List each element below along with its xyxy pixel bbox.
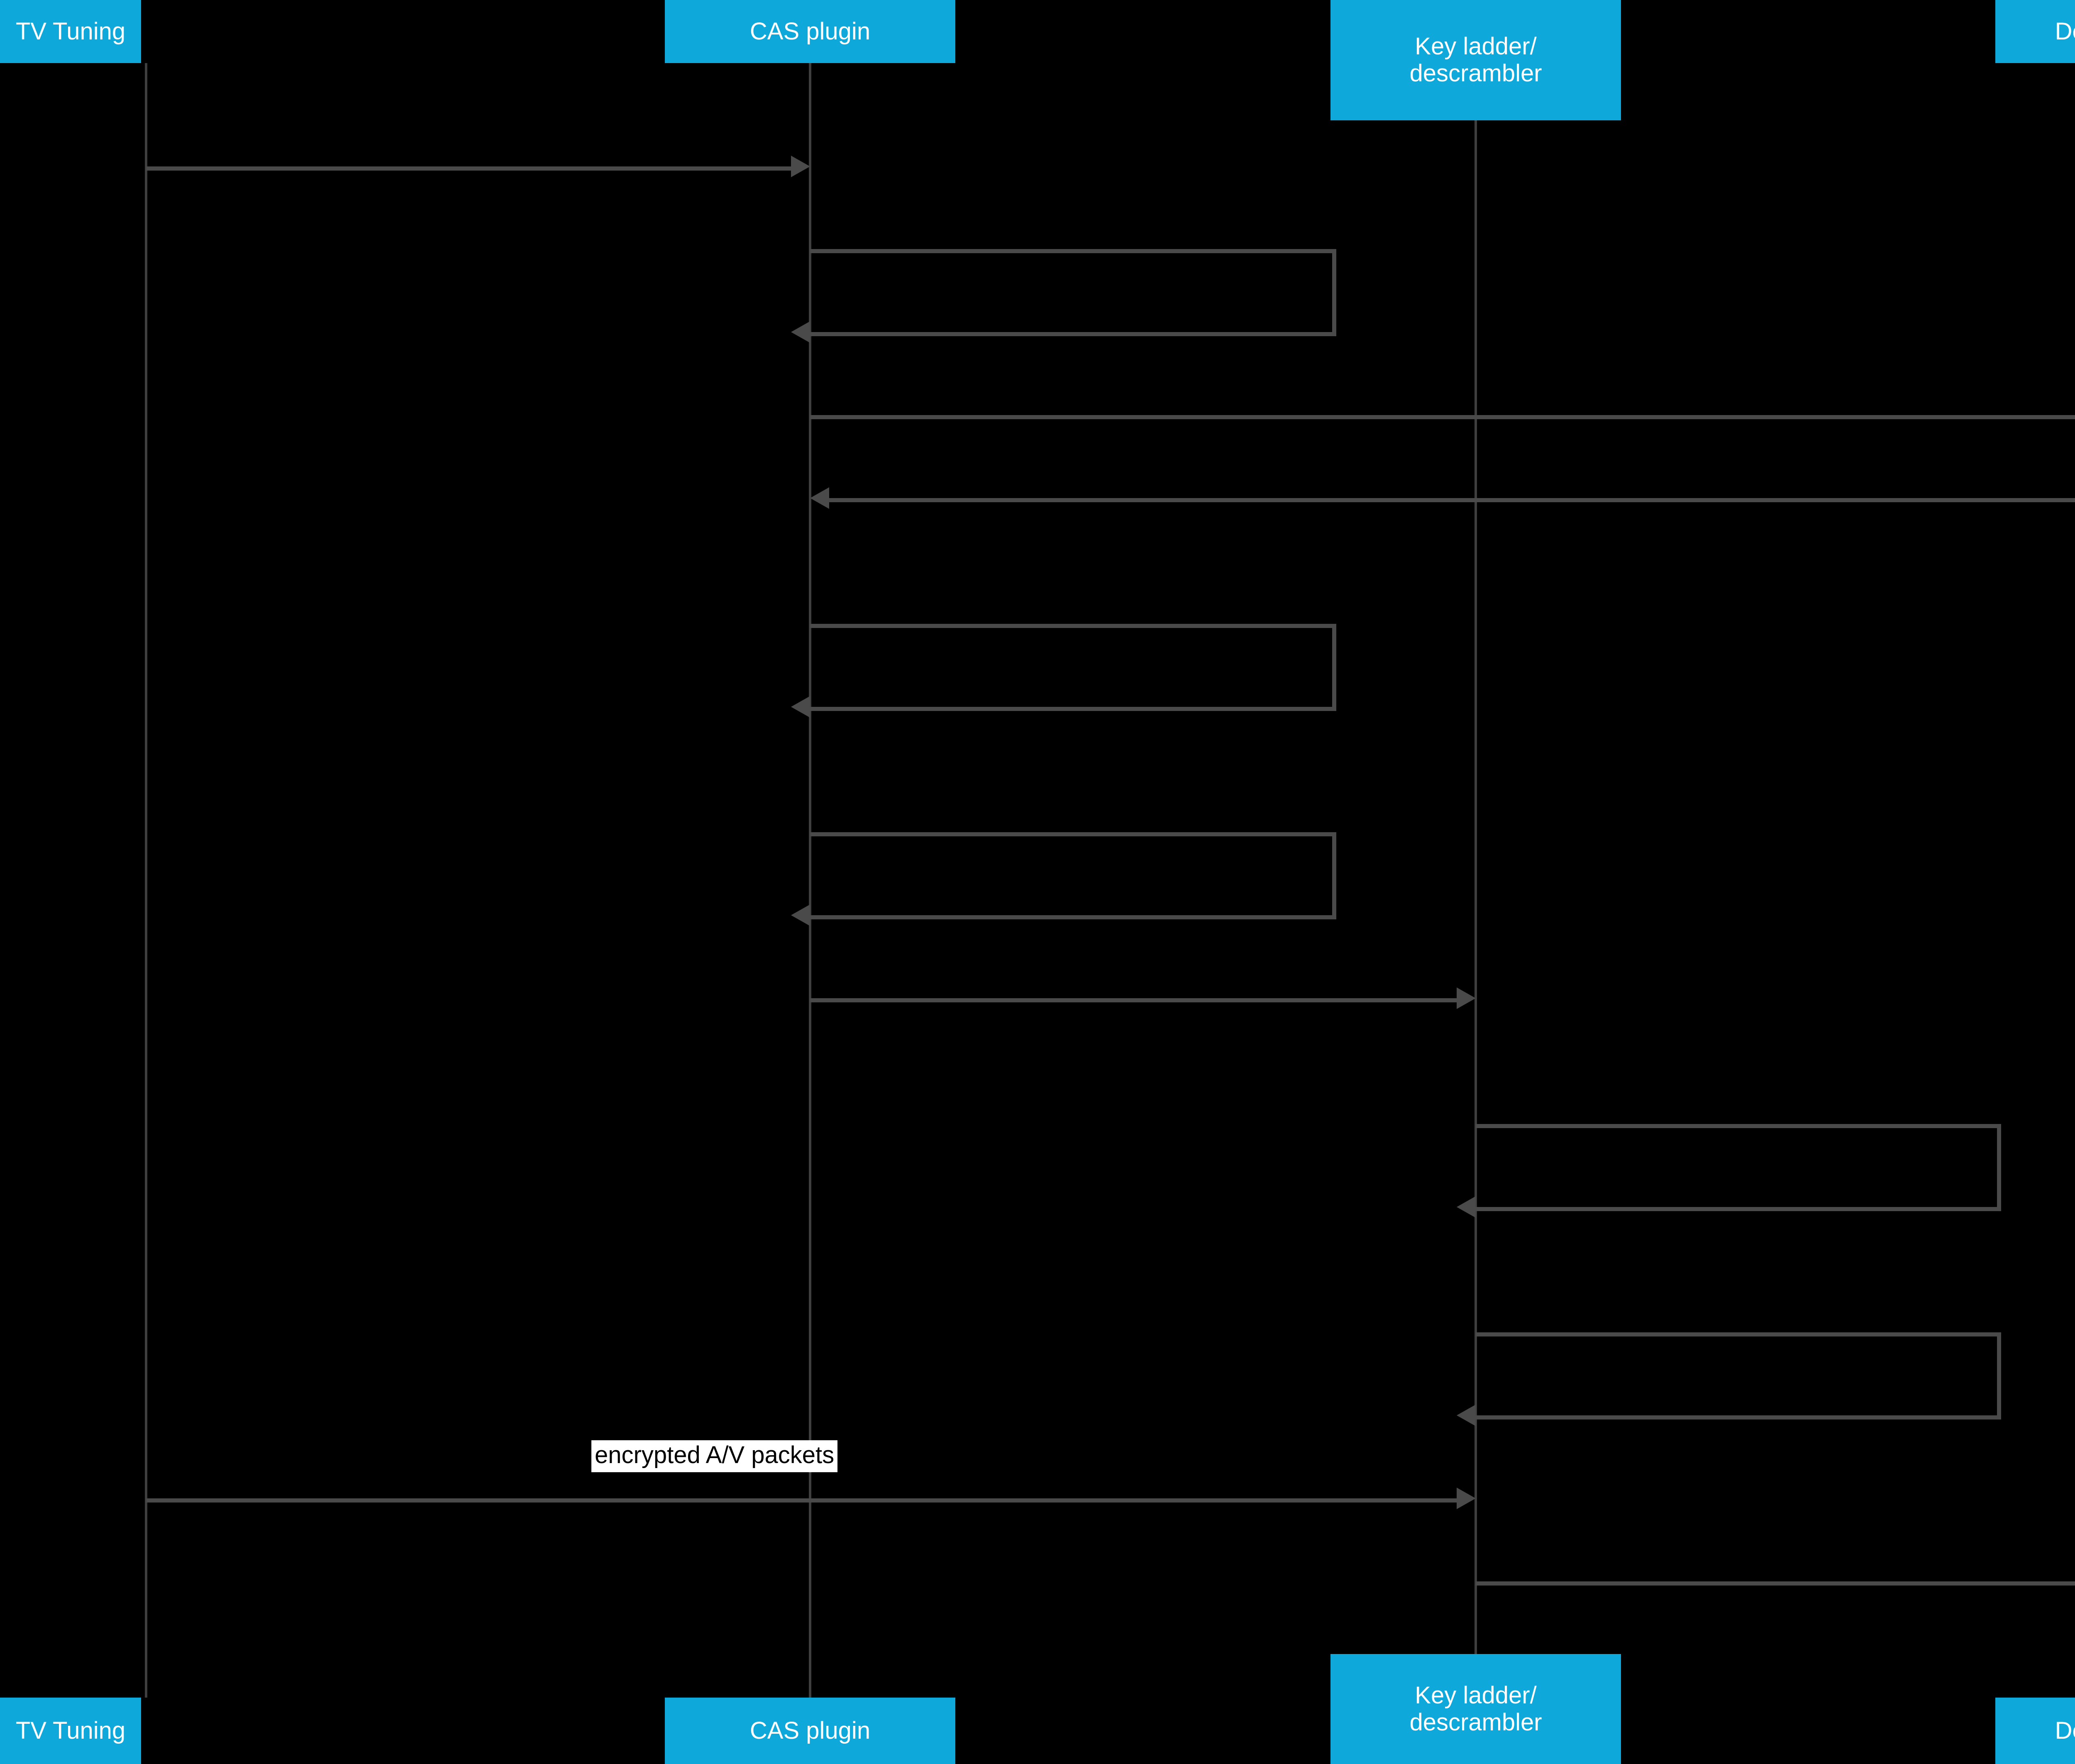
message-selfloop-9[interactable] [1476,1332,2001,1420]
participant-box-top-cas-plugin[interactable]: CAS plugin [665,0,955,63]
message-arrowhead-2 [791,321,810,343]
participant-box-bottom-key-ladder-descrambler[interactable]: Key ladder/ descrambler [1330,1654,1621,1764]
message-line-4[interactable] [829,498,2075,502]
participant-box-top-tv-tuning[interactable]: TV Tuning [0,0,141,63]
message-line-3[interactable] [810,415,2075,419]
message-arrowhead-7 [1457,987,1476,1009]
message-arrowhead-8 [1457,1196,1476,1218]
lifeline-tv-tuning [145,63,147,1698]
lifeline-key-ladder-descrambler [1474,120,1477,1654]
message-arrowhead-9 [1457,1405,1476,1426]
lifeline-cas-plugin [809,63,811,1698]
message-line-11[interactable] [1476,1581,2075,1586]
message-selfloop-2[interactable] [810,249,1336,336]
message-line-1[interactable] [146,166,791,171]
message-line-7[interactable] [810,998,1457,1002]
participant-box-top-decode-display[interactable]: Decode, display [1995,0,2075,63]
message-selfloop-8[interactable] [1476,1124,2001,1211]
message-label-encrypted-av-packets: encrypted A/V packets [591,1440,838,1472]
message-arrowhead-5 [791,696,810,718]
message-arrowhead-10 [1457,1488,1476,1509]
participant-box-top-key-ladder-descrambler[interactable]: Key ladder/ descrambler [1330,0,1621,120]
message-arrowhead-4 [810,487,829,509]
participant-box-bottom-decode-display[interactable]: Decode, display [1995,1698,2075,1764]
message-selfloop-6[interactable] [810,832,1336,919]
message-arrowhead-1 [791,156,810,177]
participant-box-bottom-tv-tuning[interactable]: TV Tuning [0,1698,141,1764]
message-arrowhead-6 [791,904,810,926]
message-line-10[interactable] [146,1498,1457,1503]
message-selfloop-5[interactable] [810,624,1336,711]
participant-box-bottom-cas-plugin[interactable]: CAS plugin [665,1698,955,1764]
